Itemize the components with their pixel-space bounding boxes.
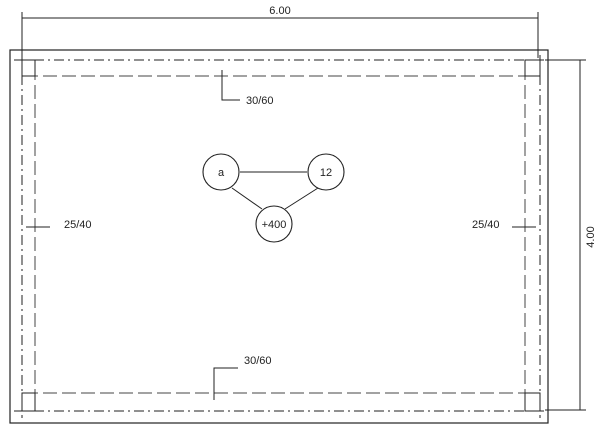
width-dimension: 6.00 xyxy=(21,5,539,58)
beam-right-annotation: 25/40 xyxy=(472,219,536,231)
beam-left-annotation: 25/40 xyxy=(26,219,92,231)
height-dimension: 4.00 xyxy=(545,59,597,411)
node-bottom-label: +400 xyxy=(262,219,287,231)
node-edge-right xyxy=(284,187,319,210)
beam-top-label: 30/60 xyxy=(246,95,274,107)
slab-info-nodes: a 12 +400 xyxy=(202,153,345,243)
node-bottom xyxy=(255,205,293,243)
height-dimension-label: 4.00 xyxy=(585,226,597,247)
column-bottom-right xyxy=(524,392,541,412)
beam-lines xyxy=(14,55,545,418)
column-bottom-left xyxy=(21,392,36,412)
corner-columns xyxy=(21,59,541,412)
node-left-label: a xyxy=(218,167,225,179)
beam-bottom-label: 30/60 xyxy=(244,355,272,367)
node-right xyxy=(307,153,345,191)
beam-top-annotation: 30/60 xyxy=(221,70,274,107)
slab-outline xyxy=(9,49,549,424)
width-dimension-label: 6.00 xyxy=(269,5,290,17)
beam-right-label: 25/40 xyxy=(472,219,500,231)
beam-bottom-annotation: 30/60 xyxy=(213,355,272,400)
node-edge-left xyxy=(231,187,263,210)
beam-left-label: 25/40 xyxy=(64,219,92,231)
node-left xyxy=(202,153,240,191)
column-top-left xyxy=(21,59,36,77)
column-top-right xyxy=(524,59,541,77)
node-right-label: 12 xyxy=(320,167,332,179)
